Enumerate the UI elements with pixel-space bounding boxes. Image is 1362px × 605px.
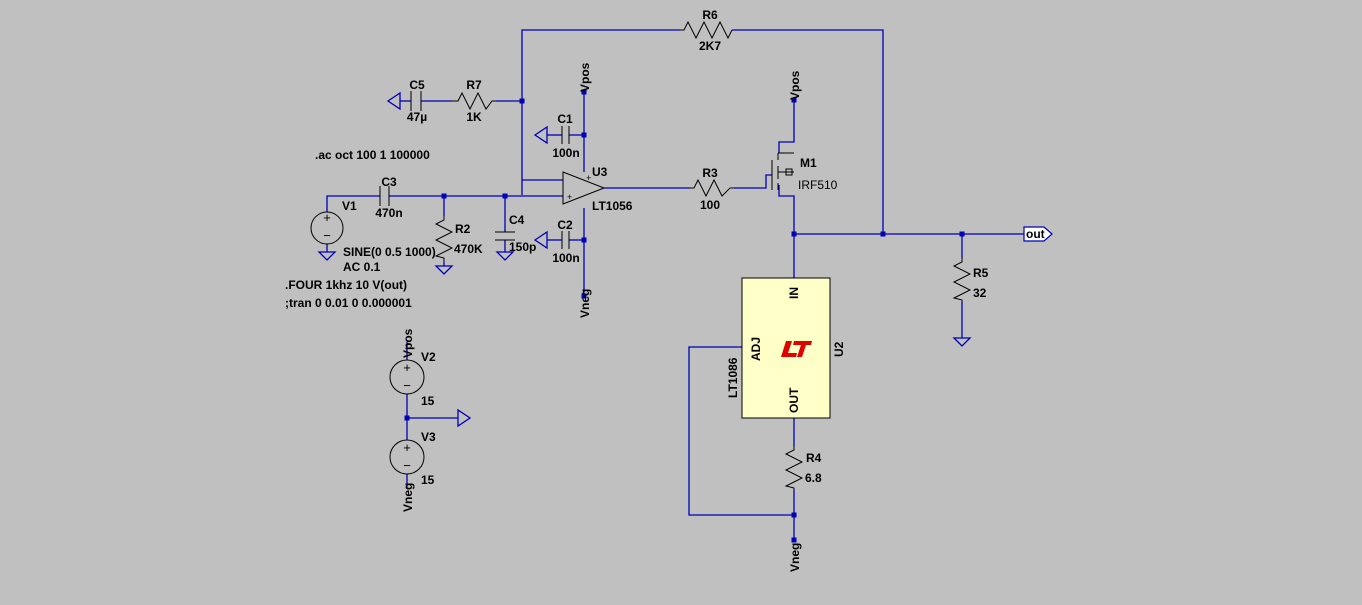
resistor-r6[interactable]: R6 2K7: [680, 8, 733, 53]
r4-ref: R4: [806, 451, 822, 465]
resistor-r7[interactable]: R7 1K: [452, 78, 496, 124]
directive-four[interactable]: .FOUR 1khz 10 V(out): [285, 278, 407, 292]
c4-value: 150p: [509, 240, 536, 254]
r2-value: 470K: [454, 242, 483, 256]
lt-logo-icon: [781, 341, 812, 357]
c1-ref: C1: [557, 112, 573, 126]
r3-value: 100: [700, 198, 720, 212]
v1-value: SINE(0 0.5 1000): [343, 245, 436, 259]
r3-ref: R3: [702, 166, 718, 180]
u2-value: LT1086: [726, 357, 740, 398]
capacitor-c4[interactable]: C4 150p: [495, 213, 536, 254]
c5-ref: C5: [409, 78, 425, 92]
capacitor-c1[interactable]: C1 100n: [552, 112, 579, 160]
capacitor-c2[interactable]: C2 100n: [552, 218, 579, 265]
voltage-source-v3[interactable]: + − V3 15: [389, 430, 436, 487]
u2-pin-out: OUT: [787, 387, 801, 413]
svg-text:+: +: [567, 192, 572, 202]
m1-value: IRF510: [798, 178, 838, 192]
c1-value: 100n: [552, 146, 579, 160]
voltage-source-v1[interactable]: + − V1 SINE(0 0.5 1000) AC 0.1: [310, 199, 436, 274]
r6-ref: R6: [702, 8, 718, 22]
c2-value: 100n: [552, 251, 579, 265]
capacitor-c5[interactable]: C5 47µ: [407, 78, 427, 124]
directive-tran[interactable]: ;tran 0 0.01 0 0.000001: [285, 296, 412, 310]
r7-value: 1K: [466, 110, 482, 124]
svg-text:−: −: [403, 378, 411, 393]
r7-ref: R7: [466, 78, 482, 92]
svg-text:+: +: [403, 360, 411, 375]
svg-text:+: +: [323, 210, 331, 225]
regulator-u2[interactable]: IN ADJ OUT LT1086 U2: [726, 277, 846, 419]
vneg-label-v3: Vneg: [401, 483, 415, 512]
u2-pin-adj: ADJ: [749, 337, 763, 361]
v2-value: 15: [421, 394, 435, 408]
v3-ref: V3: [421, 430, 436, 444]
vpos-label-v2: Vpos: [401, 328, 415, 358]
ground-r2-icon: [434, 265, 454, 275]
c5-value: 47µ: [407, 110, 427, 124]
wires: [326, 29, 1024, 540]
ground-v2v3-icon: [457, 408, 472, 428]
r5-ref: R5: [973, 266, 989, 280]
vneg-label-u3: Vneg: [578, 289, 592, 318]
resistor-r5[interactable]: R5 32: [952, 258, 989, 302]
u3-ref: U3: [592, 165, 608, 179]
ground-c2-icon: [533, 230, 548, 250]
opamp-u3[interactable]: + + U3 LT1056: [562, 165, 633, 213]
ground-c5-icon: [386, 91, 401, 111]
v1-ref: V1: [342, 199, 357, 213]
u2-pin-in: IN: [787, 287, 801, 299]
resistor-r2[interactable]: R2 470K: [434, 216, 483, 262]
svg-text:+: +: [403, 440, 411, 455]
m1-ref: M1: [800, 156, 817, 170]
svg-text:+: +: [586, 173, 591, 183]
v2-ref: V2: [421, 350, 436, 364]
ground-c4-icon: [495, 251, 515, 261]
directive-ac[interactable]: .ac oct 100 1 100000: [315, 148, 430, 162]
junctions: [404, 89, 965, 543]
ground-r5-icon: [952, 337, 972, 347]
ground-v1-icon: [317, 251, 337, 261]
u3-value: LT1056: [592, 199, 633, 213]
resistor-r4[interactable]: R4 6.8: [784, 446, 822, 490]
svg-text:−: −: [403, 458, 411, 473]
v3-value: 15: [421, 473, 435, 487]
c4-ref: C4: [509, 213, 525, 227]
r5-value: 32: [973, 286, 987, 300]
u2-ref: U2: [832, 341, 846, 357]
v1-ac: AC 0.1: [343, 260, 381, 274]
c3-ref: C3: [381, 175, 397, 189]
r4-value: 6.8: [805, 471, 822, 485]
vpos-label-m1: Vpos: [788, 70, 802, 100]
c2-ref: C2: [557, 218, 573, 232]
out-port[interactable]: out: [1023, 226, 1053, 242]
vneg-label-r4: Vneg: [788, 543, 802, 572]
svg-text:−: −: [323, 228, 331, 243]
resistor-r3[interactable]: R3 100: [690, 166, 734, 212]
r2-ref: R2: [455, 222, 471, 236]
out-net-label: out: [1026, 227, 1045, 241]
vpos-label-u3: Vpos: [578, 62, 592, 92]
r6-value: 2K7: [699, 39, 721, 53]
voltage-source-v2[interactable]: + − V2 15: [389, 350, 436, 408]
c3-value: 470n: [375, 206, 402, 220]
capacitor-c3[interactable]: C3 470n: [375, 175, 402, 220]
ground-c1-icon: [533, 125, 548, 145]
mosfet-m1[interactable]: M1 IRF510: [771, 152, 838, 192]
